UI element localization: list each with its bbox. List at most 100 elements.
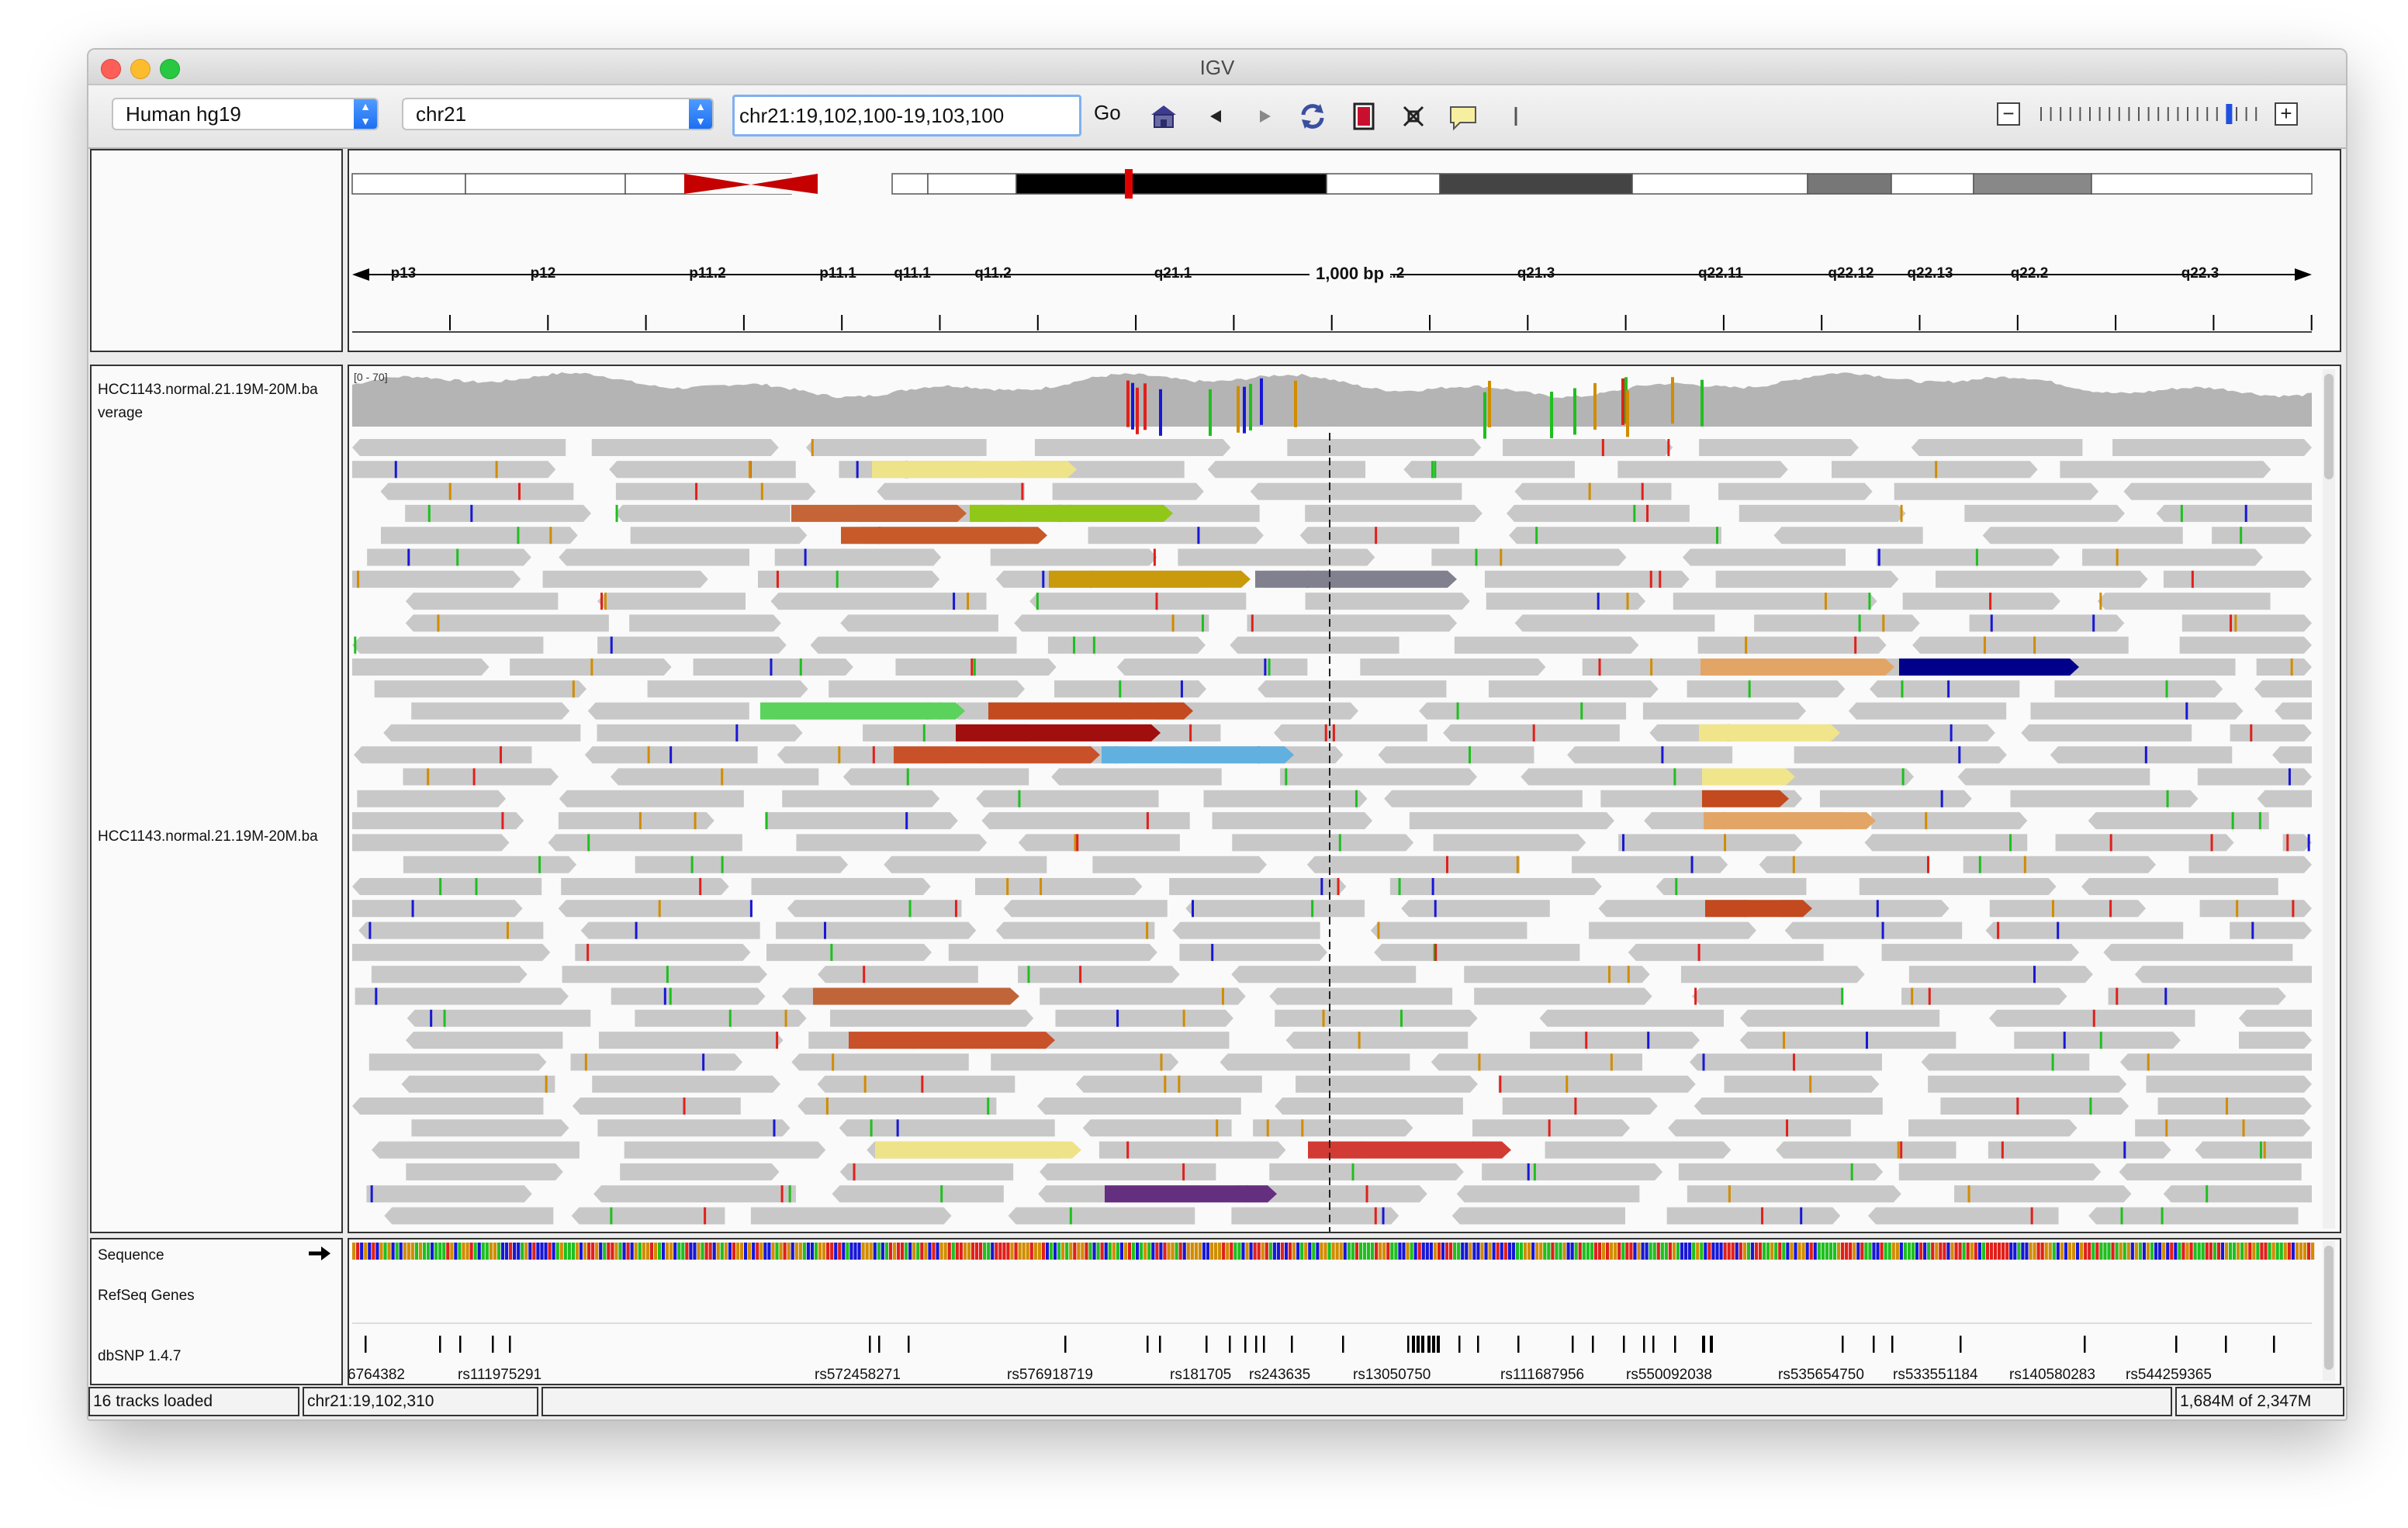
alignment-read[interactable]: [381, 527, 578, 544]
alignment-read[interactable]: [829, 680, 1026, 698]
alignment-read[interactable]: [1039, 1163, 1216, 1181]
alignment-read[interactable]: [1075, 1075, 1262, 1093]
alignment-read[interactable]: [635, 856, 849, 873]
alignment-read[interactable]: [401, 1075, 555, 1093]
alignment-read[interactable]: [2134, 966, 2312, 984]
feature-tracks-view[interactable]: [349, 1239, 2340, 1384]
alignment-read[interactable]: [2238, 1009, 2312, 1027]
alignment-read[interactable]: [352, 636, 544, 654]
alignment-read[interactable]: [2119, 1053, 2312, 1071]
alignment-read[interactable]: [991, 1053, 1179, 1071]
alignment-read[interactable]: [403, 856, 577, 873]
alignment-read[interactable]: [1859, 878, 2057, 895]
alignment-read[interactable]: [558, 900, 752, 918]
alignment-read[interactable]: [1454, 636, 1639, 654]
alignment-read[interactable]: [352, 900, 523, 918]
zoom-level-tick[interactable]: [2109, 107, 2111, 121]
alignment-read[interactable]: [357, 790, 507, 807]
snp-marker[interactable]: [1891, 1336, 1894, 1353]
alignment-read[interactable]: [1484, 570, 1690, 588]
alignment-read[interactable]: [1988, 1009, 2195, 1027]
alignment-read[interactable]: [587, 702, 749, 720]
zoom-level-tick[interactable]: [2216, 107, 2218, 121]
alignment-read[interactable]: [839, 1119, 1055, 1137]
zoom-level-tick[interactable]: [2255, 107, 2258, 121]
alignment-read[interactable]: [791, 1053, 969, 1071]
zoom-level-tick[interactable]: [2157, 107, 2160, 121]
alignment-read[interactable]: [2156, 504, 2312, 522]
discordant-pair-read[interactable]: [849, 1032, 1055, 1049]
alignment-read[interactable]: [1908, 1119, 2078, 1137]
alignment-read[interactable]: [1401, 900, 1550, 918]
alignment-read[interactable]: [1628, 943, 1824, 961]
alignment-read[interactable]: [570, 1053, 743, 1071]
snp-marker[interactable]: [2084, 1336, 2086, 1353]
discordant-pair-read[interactable]: [760, 702, 965, 720]
alignment-read[interactable]: [1617, 461, 1788, 479]
zoom-level-tick[interactable]: [2138, 107, 2140, 121]
alignment-read[interactable]: [1687, 680, 1846, 698]
discordant-pair-read[interactable]: [875, 1141, 1081, 1159]
alignment-read[interactable]: [1082, 1119, 1232, 1137]
alignment-read[interactable]: [817, 966, 978, 984]
alignment-read[interactable]: [1691, 987, 1842, 1005]
alignment-read[interactable]: [1718, 482, 1873, 500]
alignment-read[interactable]: [1871, 812, 2028, 830]
alignment-read[interactable]: [405, 504, 592, 522]
alignment-read[interactable]: [1539, 1009, 1725, 1027]
alignment-read[interactable]: [948, 943, 1157, 961]
alignment-reads-view[interactable]: [349, 366, 2340, 1232]
alignment-read[interactable]: [406, 1032, 563, 1049]
forward-arrow-icon[interactable]: [1249, 101, 1280, 132]
snp-marker[interactable]: [1291, 1336, 1293, 1353]
alignment-read[interactable]: [1848, 702, 2007, 720]
alignment-read[interactable]: [1985, 921, 2184, 939]
resize-to-window-icon[interactable]: [1398, 101, 1429, 132]
alignment-read[interactable]: [559, 790, 744, 807]
alignment-read[interactable]: [1894, 482, 2099, 500]
snp-marker[interactable]: [459, 1336, 462, 1353]
alignment-read[interactable]: [1864, 834, 2028, 852]
alignment-read[interactable]: [750, 1207, 952, 1225]
alignment-read[interactable]: [1409, 812, 1614, 830]
alignment-read[interactable]: [1403, 461, 1575, 479]
zoom-out-button[interactable]: −: [1997, 102, 2020, 126]
alignment-read[interactable]: [597, 724, 803, 742]
feature-scrollbar-thumb[interactable]: [2324, 1246, 2334, 1370]
dbsnp-track-label[interactable]: dbSNP 1.4.7: [98, 1348, 182, 1364]
alignment-read[interactable]: [1018, 834, 1180, 852]
alignment-read[interactable]: [384, 1207, 554, 1225]
alignment-read[interactable]: [693, 659, 853, 676]
alignment-read[interactable]: [842, 768, 1029, 786]
alignment-read[interactable]: [974, 878, 1143, 895]
snp-marker[interactable]: [908, 1336, 910, 1353]
snp-marker[interactable]: [1643, 1336, 1645, 1353]
alignment-read[interactable]: [832, 1185, 1004, 1203]
alignment-read[interactable]: [1673, 593, 1877, 610]
zoom-level-tick[interactable]: [2118, 107, 2120, 121]
alignment-read[interactable]: [611, 987, 766, 1005]
alignment-read[interactable]: [1207, 461, 1366, 479]
alignment-read[interactable]: [2230, 724, 2312, 742]
alignment-read[interactable]: [2275, 702, 2312, 720]
alignment-read[interactable]: [1678, 1163, 1884, 1181]
snp-marker[interactable]: [1432, 1336, 1435, 1353]
snp-marker[interactable]: [1702, 1336, 1705, 1353]
alignment-read[interactable]: [990, 548, 1157, 566]
close-window-button[interactable]: [101, 59, 121, 79]
snp-marker[interactable]: [869, 1336, 871, 1353]
alignment-read[interactable]: [630, 527, 808, 544]
alignment-read[interactable]: [614, 504, 791, 522]
alignment-read[interactable]: [1273, 724, 1427, 742]
snp-marker[interactable]: [509, 1336, 511, 1353]
alignment-read[interactable]: [1911, 439, 2083, 456]
zoom-in-button[interactable]: +: [2275, 102, 2298, 126]
alignment-read[interactable]: [1054, 680, 1207, 698]
alignment-read[interactable]: [1431, 1053, 1643, 1071]
alignment-read[interactable]: [580, 921, 760, 939]
alignment-read[interactable]: [1779, 900, 1950, 918]
alignment-read[interactable]: [1247, 614, 1458, 632]
alignment-read[interactable]: [371, 966, 528, 984]
alignment-read[interactable]: [609, 461, 796, 479]
alignment-read[interactable]: [1936, 570, 2148, 588]
